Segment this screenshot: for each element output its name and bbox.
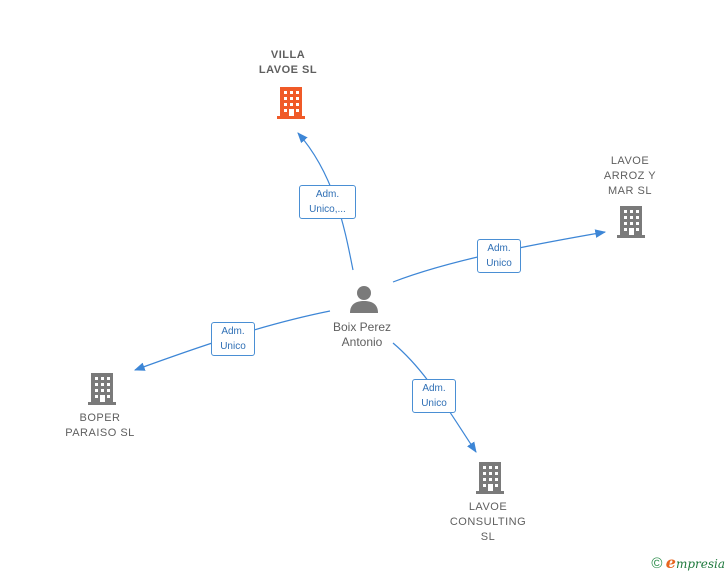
brand-name: empresia (665, 553, 725, 572)
edge-label-arroz: Adm. Unico (477, 239, 521, 273)
edge-label-consulting: Adm. Unico (412, 379, 456, 413)
person-label[interactable]: Boix Perez Antonio (332, 320, 392, 349)
edge-label-boper: Adm. Unico (211, 322, 255, 356)
company-label-lavoe-arroz[interactable]: LAVOE ARROZ Y MAR SL (603, 155, 657, 197)
building-icon-villa-lavoe[interactable] (275, 86, 307, 120)
building-icon-boper-paraiso[interactable] (86, 372, 118, 406)
empresia-logo: © empresia (651, 553, 725, 572)
company-label-lavoe-consulting[interactable]: LAVOE CONSULTING SL (449, 501, 527, 543)
building-icon-lavoe-arroz[interactable] (615, 205, 647, 239)
company-label-villa-lavoe[interactable]: VILLA LAVOE SL (258, 49, 318, 76)
copyright-symbol: © (651, 555, 663, 572)
edge-label-villa: Adm. Unico,... (299, 185, 356, 219)
building-icon-lavoe-consulting[interactable] (474, 461, 506, 495)
person-icon[interactable] (348, 284, 380, 314)
company-label-boper-paraiso[interactable]: BOPER PARAISO SL (65, 412, 135, 439)
